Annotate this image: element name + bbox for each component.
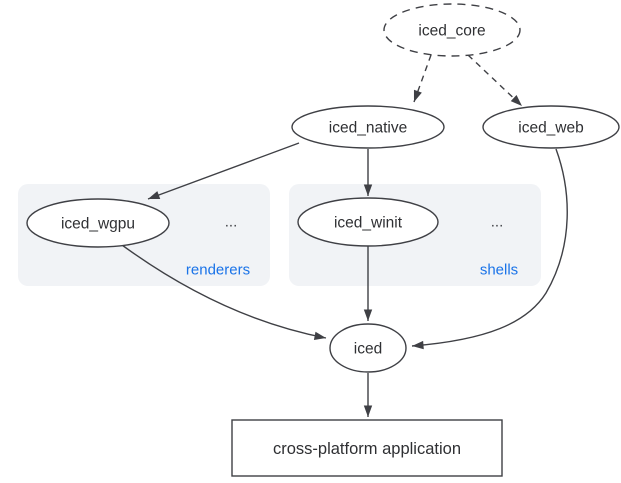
node-iced-shape xyxy=(329,323,407,373)
edge-iced-core-to-iced-web xyxy=(467,54,523,107)
node-application-shape xyxy=(231,419,503,477)
node-iced-web: iced_web xyxy=(482,105,620,149)
node-iced-core-label: iced_core xyxy=(418,23,485,40)
node-iced-native: iced_native xyxy=(291,105,445,149)
node-iced: iced xyxy=(329,323,407,373)
group-renderers-label: renderers xyxy=(186,262,250,279)
node-iced-wgpu: iced_wgpu xyxy=(26,198,170,248)
node-iced-label: iced xyxy=(354,341,382,358)
node-iced-web-label: iced_web xyxy=(518,120,584,137)
edge-iced-wgpu-to-iced xyxy=(121,244,327,340)
node-iced-winit: iced_winit xyxy=(297,197,439,247)
edge-iced-core-to-iced-native xyxy=(413,54,432,103)
node-iced-winit-shape xyxy=(297,197,439,247)
node-iced-winit-label: iced_winit xyxy=(334,215,403,232)
edge-iced-native-to-iced-wgpu xyxy=(147,142,300,200)
node-application: cross-platform application xyxy=(231,419,503,477)
node-application-label: cross-platform application xyxy=(273,440,461,458)
node-iced-web-shape xyxy=(482,105,620,149)
group-renderers-ellipsis: ... xyxy=(225,214,238,231)
node-iced-native-shape xyxy=(291,105,445,149)
node-iced-core-shape xyxy=(383,3,521,57)
group-shells-label: shells xyxy=(480,262,518,279)
group-shells-ellipsis: ... xyxy=(491,214,504,231)
node-iced-wgpu-label: iced_wgpu xyxy=(61,216,135,233)
edge-iced-web-to-iced xyxy=(411,148,568,350)
node-iced-native-label: iced_native xyxy=(329,120,407,137)
node-iced-core: iced_core xyxy=(383,3,521,57)
node-iced-wgpu-shape xyxy=(26,198,170,248)
